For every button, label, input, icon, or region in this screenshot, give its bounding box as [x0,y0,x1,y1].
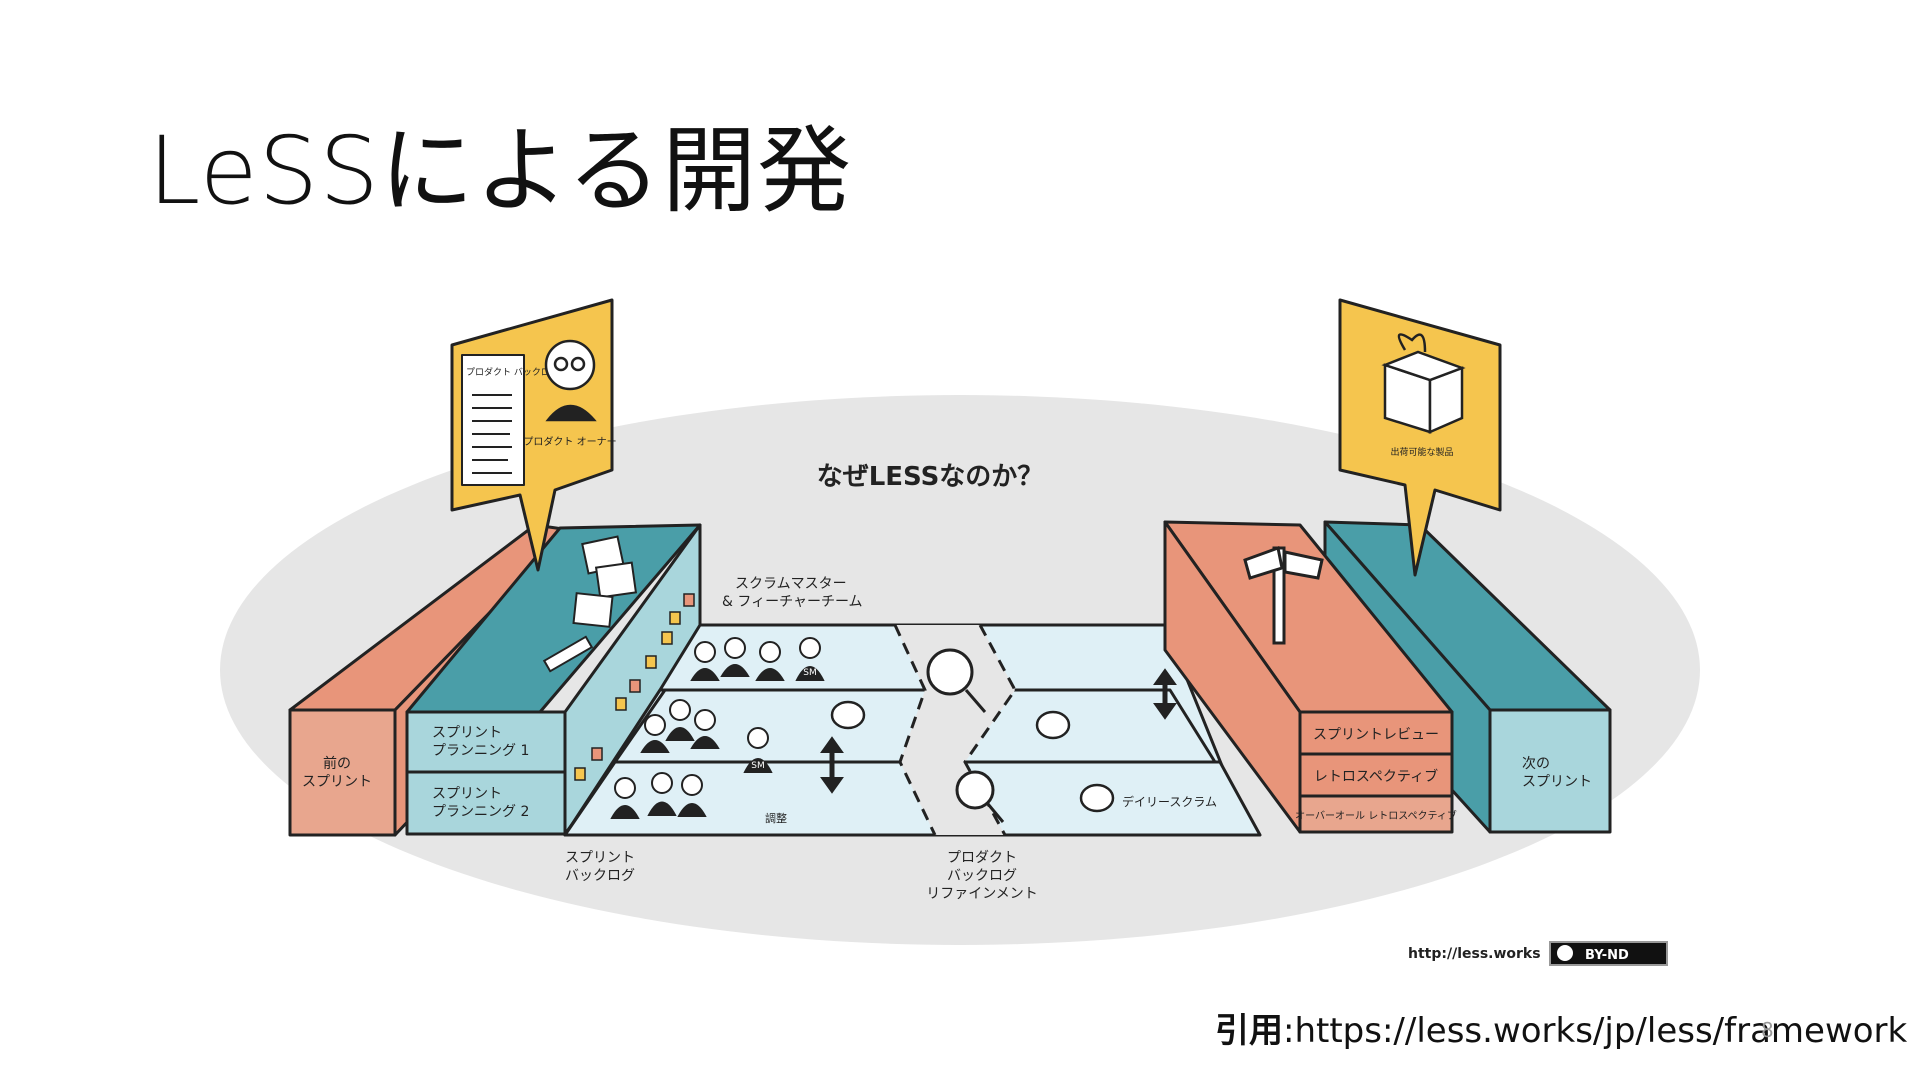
site-url: http://less.works [1408,946,1541,962]
scrum-master-teams-label-1: スクラムマスター [735,576,847,592]
sprint-backlog-label-1: スプリント [565,850,635,866]
product-owner-label: プロダクト オーナー [523,435,616,448]
pbr-label-3: リファインメント [926,886,1038,902]
magnifier-icon [926,648,987,713]
diagram-heading: なぜLESSなのか？ [817,462,1044,492]
magnifier-icon [955,770,1005,823]
coordination-label: 調整 [765,811,787,825]
product-backlog-sign-label: プロダクト バックログ [466,366,559,378]
sprint-planning-1-label-b: プランニング 1 [432,743,529,759]
planning-papers-icon [542,535,638,673]
up-down-arrow-icon [820,736,844,794]
previous-sprint-label-1: 前の [323,755,351,772]
speech-bubble-icon [830,700,1115,813]
daily-scrum-label: デイリースクラム [1122,794,1217,809]
pbr-label-2: バックログ [947,868,1017,884]
next-sprint-label-1: 次の [1522,756,1550,772]
backlog-list-icon [472,394,512,474]
overall-retrospective-label: オーバーオール レトロスペクティブ [1295,809,1457,822]
cc-license-badge [1549,941,1668,966]
previous-sprint-label-2: スプリント [302,774,372,790]
sprint-review-label: スプリントレビュー [1313,727,1439,743]
sm-badge: SM [803,668,816,678]
scrum-master-teams-label-2: & フィーチャーチーム [722,594,863,610]
gift-icon [1381,333,1466,434]
sm-badge: SM [751,761,764,771]
citation-separator: : [1283,1011,1295,1051]
sprint-backlog-label-2: バックログ [565,868,635,884]
signpost-icon [1243,545,1324,645]
review-retro-block [1163,520,1454,834]
sticky-notes [574,593,695,781]
product-owner-icon [544,339,597,422]
slide-title: LeSSによる開発 [148,117,853,226]
citation: 引用:https://less.works/jp/less/framework [1215,1003,1920,1052]
license-label: BY-ND [1585,948,1629,963]
retrospective-label: レトロスペクティブ [1314,768,1438,785]
sprint-planning-2-label-b: プランニング 2 [432,804,529,820]
page-number: 8 [1761,1018,1774,1042]
feature-team-icon [610,772,707,819]
up-down-arrow-icon [1153,668,1177,720]
citation-prefix: 引用 [1215,1011,1283,1051]
feature-team-icon [640,699,773,773]
sprint-planning-2-label-a: スプリント [432,786,502,802]
pbr-label-1: プロダクト [947,850,1017,866]
feature-team-icon [690,637,825,681]
citation-url[interactable]: https://less.works/jp/less/framework [1294,1011,1908,1051]
next-sprint-label-2: スプリント [1522,774,1592,790]
sprint-planning-1-label-a: スプリント [432,725,502,741]
shippable-product-label: 出荷可能な製品 [1390,446,1453,458]
